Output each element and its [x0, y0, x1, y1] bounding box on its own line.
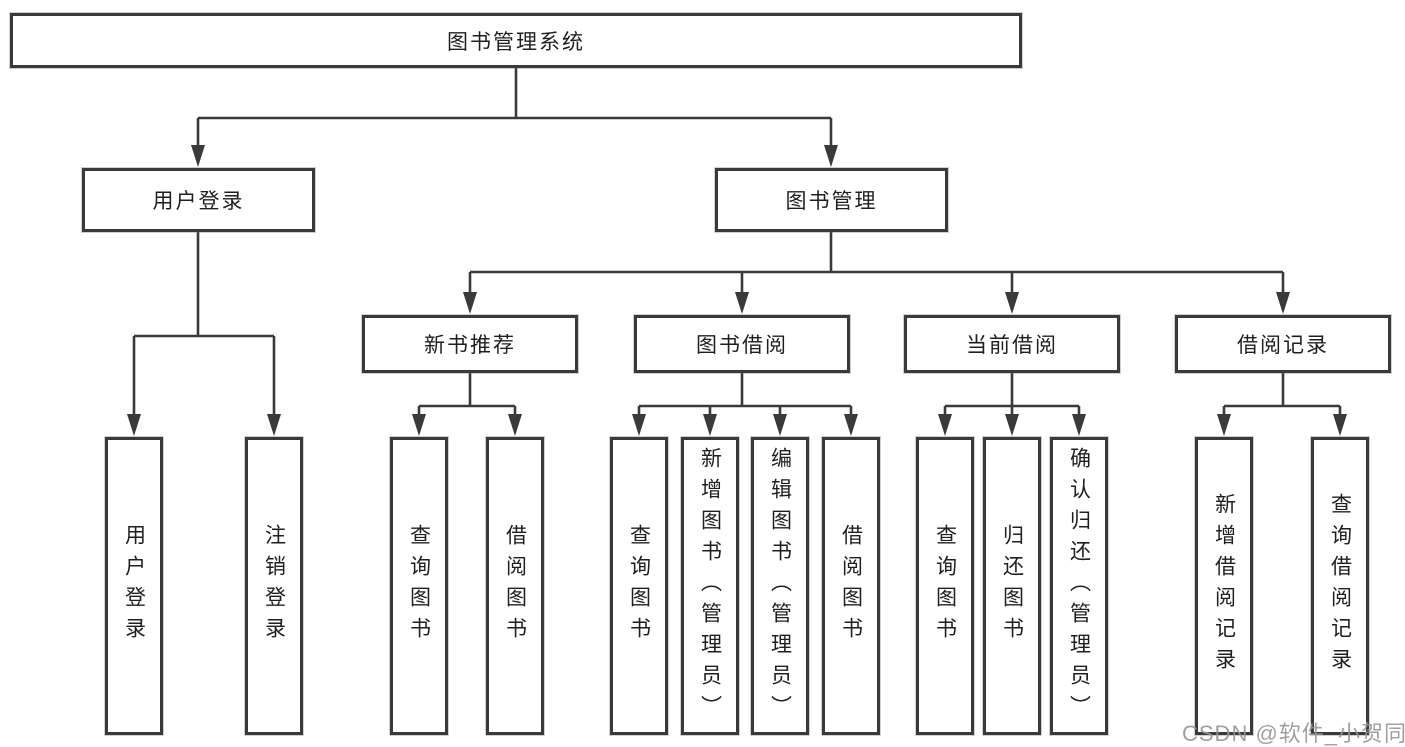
leaf-bb-query-books: 查询图书 [610, 437, 668, 735]
leaf-logout: 注销登录 [245, 437, 303, 735]
node-current-borrow: 当前借阅 [904, 315, 1120, 373]
node-new-book-recommend: 新书推荐 [362, 315, 578, 373]
leaf-bb-borrow-books: 借阅图书 [822, 437, 880, 735]
watermark-text: CSDN @软件_小贺同学 [1182, 721, 1405, 746]
leaf-bb-edit-books-admin: 编辑图书（管理员） [751, 437, 809, 735]
node-root: 图书管理系统 [10, 13, 1022, 68]
leaf-bb-add-books-admin: 新增图书（管理员） [681, 437, 739, 735]
node-book-management: 图书管理 [715, 168, 948, 232]
node-user-login: 用户登录 [82, 168, 315, 232]
leaf-cb-confirm-return-admin: 确认归还（管理员） [1050, 437, 1108, 735]
leaf-nb-borrow-books: 借阅图书 [486, 437, 544, 735]
leaf-cb-query-books: 查询图书 [916, 437, 974, 735]
leaf-br-query-record: 查询借阅记录 [1311, 437, 1369, 735]
node-book-borrow: 图书借阅 [634, 315, 850, 373]
leaf-user-login: 用户登录 [105, 437, 163, 735]
leaf-nb-query-books: 查询图书 [390, 437, 448, 735]
leaf-cb-return-books: 归还图书 [983, 437, 1041, 735]
leaf-br-add-record: 新增借阅记录 [1195, 437, 1253, 735]
node-borrow-records: 借阅记录 [1175, 315, 1391, 373]
